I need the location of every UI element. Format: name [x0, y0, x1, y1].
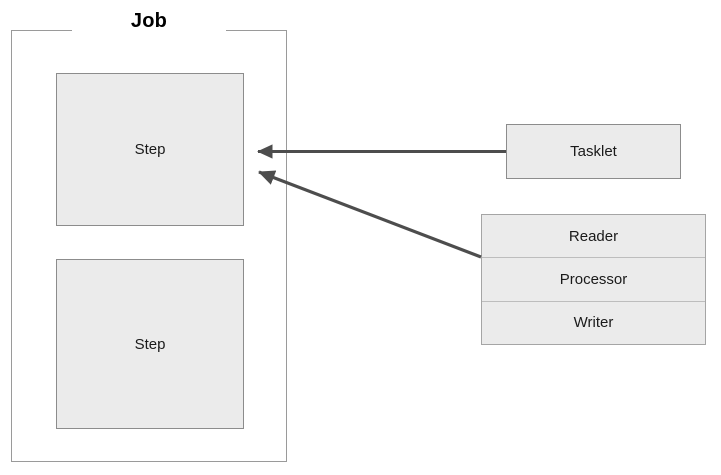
step-box-1[interactable]: Step [56, 73, 244, 226]
step-box-2[interactable]: Step [56, 259, 244, 429]
step-box-2-label: Step [134, 335, 166, 353]
chunk-row-reader[interactable]: Reader [482, 215, 705, 259]
step-box-1-label: Step [134, 141, 166, 158]
arrow-chunk-to-step [258, 170, 482, 259]
chunk-row-writer[interactable]: Writer [482, 302, 705, 344]
tasklet-box[interactable]: Tasklet [506, 124, 681, 179]
job-title-border-gap [72, 24, 226, 37]
tasklet-label: Tasklet [570, 143, 617, 160]
job-title: Job [130, 10, 168, 32]
chunk-row-writer-label: Writer [573, 314, 614, 332]
chunk-row-reader-label: Reader [568, 227, 619, 245]
chunk-row-processor-label: Processor [559, 270, 628, 288]
chunk-box[interactable]: Reader Processor Writer [481, 214, 706, 345]
chunk-row-processor[interactable]: Processor [482, 258, 705, 302]
